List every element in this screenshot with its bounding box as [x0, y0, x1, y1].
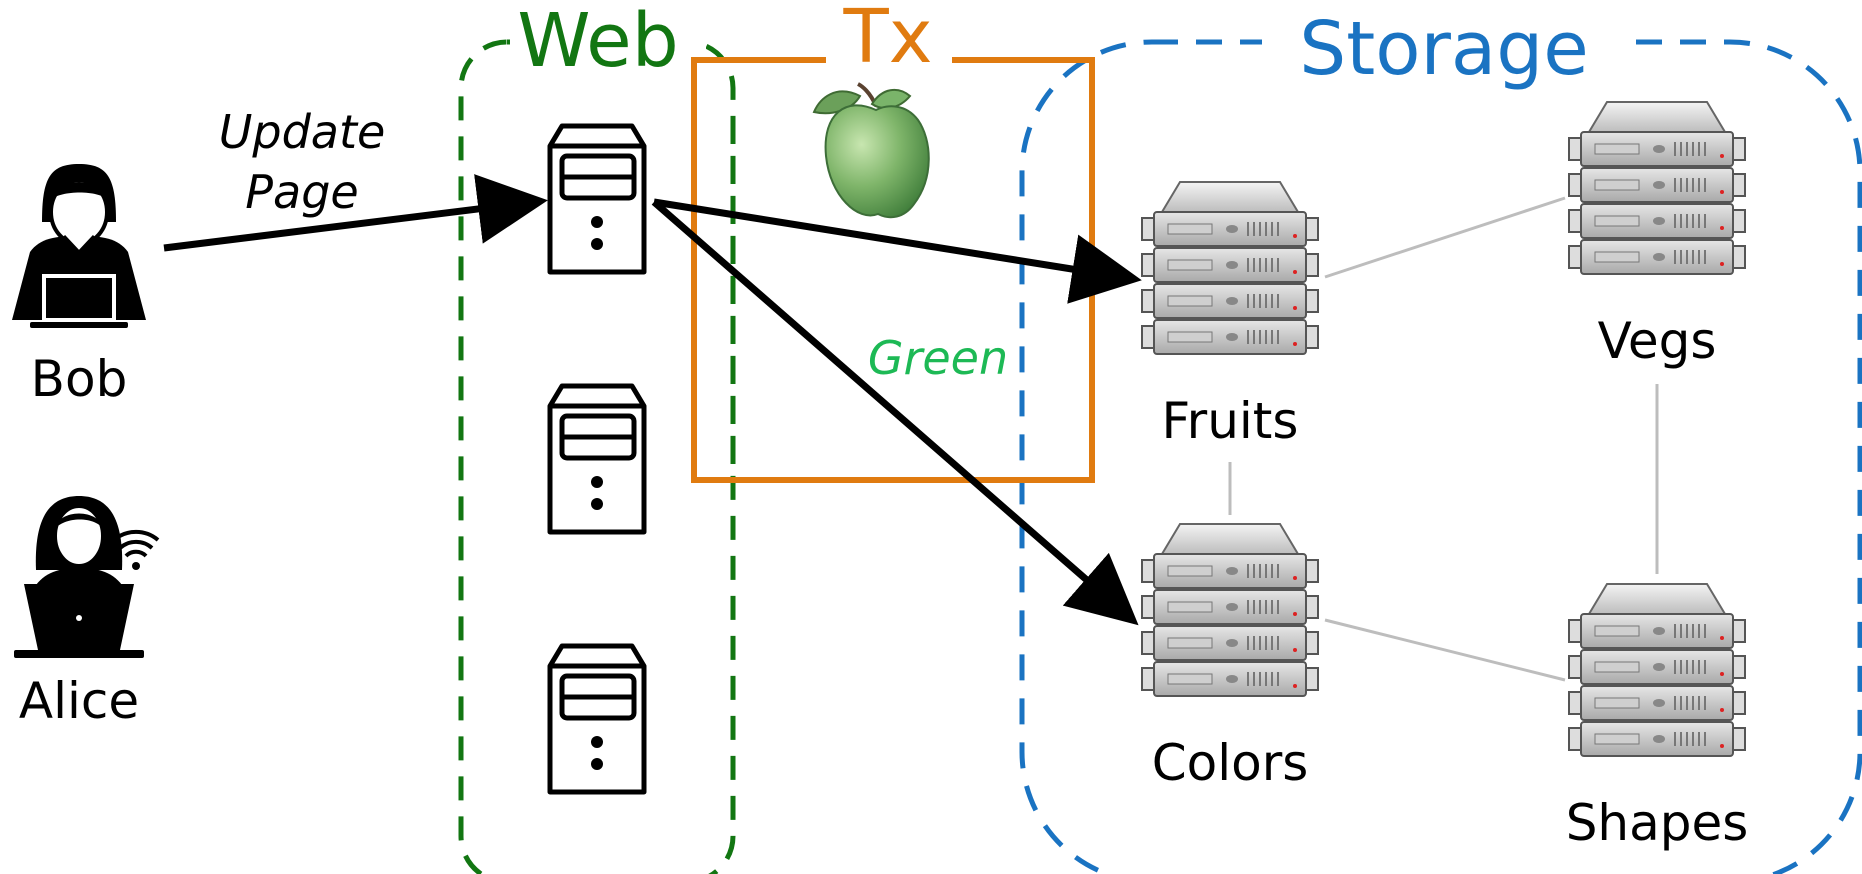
- storage-group-label: Storage: [1299, 6, 1589, 92]
- storage-node-fruits[interactable]: Fruits: [1141, 181, 1319, 450]
- write-arrow-colors: [651, 199, 1139, 626]
- storage-node-label: Shapes: [1566, 794, 1749, 852]
- storage-group: Storage: [1019, 4, 1862, 874]
- web-group: Web: [458, 0, 736, 874]
- link-colors-shapes: [1324, 618, 1566, 682]
- fruits-server-icon: [1141, 181, 1319, 355]
- vegs-server-icon: [1568, 101, 1746, 275]
- request-label-line1: Update: [219, 105, 386, 159]
- apple-icon: [812, 82, 930, 219]
- storage-node-colors[interactable]: Colors: [1141, 523, 1319, 792]
- web-server-2-icon[interactable]: [550, 386, 644, 532]
- tx-label: Tx: [843, 0, 933, 80]
- user-bob[interactable]: Bob: [12, 164, 146, 408]
- storage-node-label: Colors: [1152, 734, 1309, 792]
- request-arrow: [163, 174, 548, 252]
- alice-person-with-laptop-icon: [14, 496, 160, 658]
- link-fruits-vegs: [1324, 196, 1566, 279]
- web-server-3-icon[interactable]: [550, 646, 644, 792]
- write-arrow-fruits: [653, 198, 1142, 304]
- tx-value-label: Green: [868, 331, 1008, 385]
- storage-links: [1228, 196, 1659, 682]
- request-label-line2: Page: [245, 165, 358, 219]
- storage-node-label: Fruits: [1162, 392, 1299, 450]
- shapes-server-icon: [1568, 583, 1746, 757]
- storage-node-shapes[interactable]: Shapes: [1566, 583, 1749, 852]
- storage-node-vegs[interactable]: Vegs: [1568, 101, 1746, 370]
- user-name: Alice: [19, 672, 139, 730]
- user-name: Bob: [31, 350, 128, 408]
- bob-person-with-laptop-icon: [12, 164, 146, 328]
- colors-server-icon: [1141, 523, 1319, 697]
- storage-node-label: Vegs: [1598, 312, 1717, 370]
- web-group-label: Web: [517, 0, 678, 84]
- user-alice[interactable]: Alice: [14, 496, 160, 730]
- web-server-1-icon[interactable]: [550, 126, 644, 272]
